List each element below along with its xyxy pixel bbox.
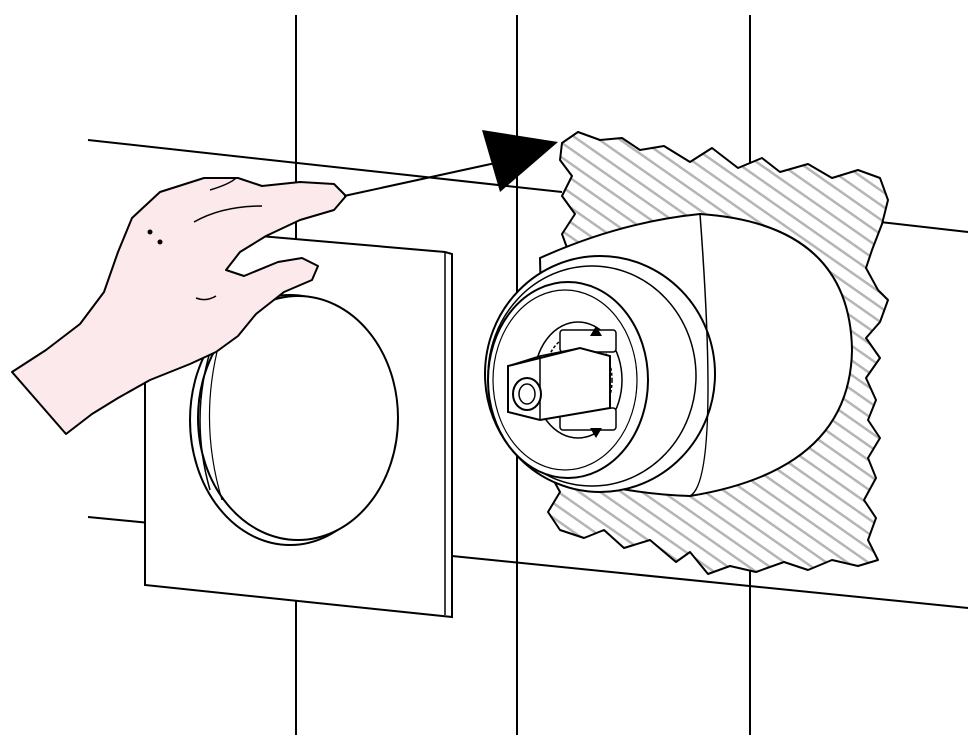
hand	[11, 177, 347, 435]
valve-cartridge	[507, 321, 623, 439]
cover-plate	[144, 224, 453, 619]
direction-arrow	[343, 130, 558, 197]
